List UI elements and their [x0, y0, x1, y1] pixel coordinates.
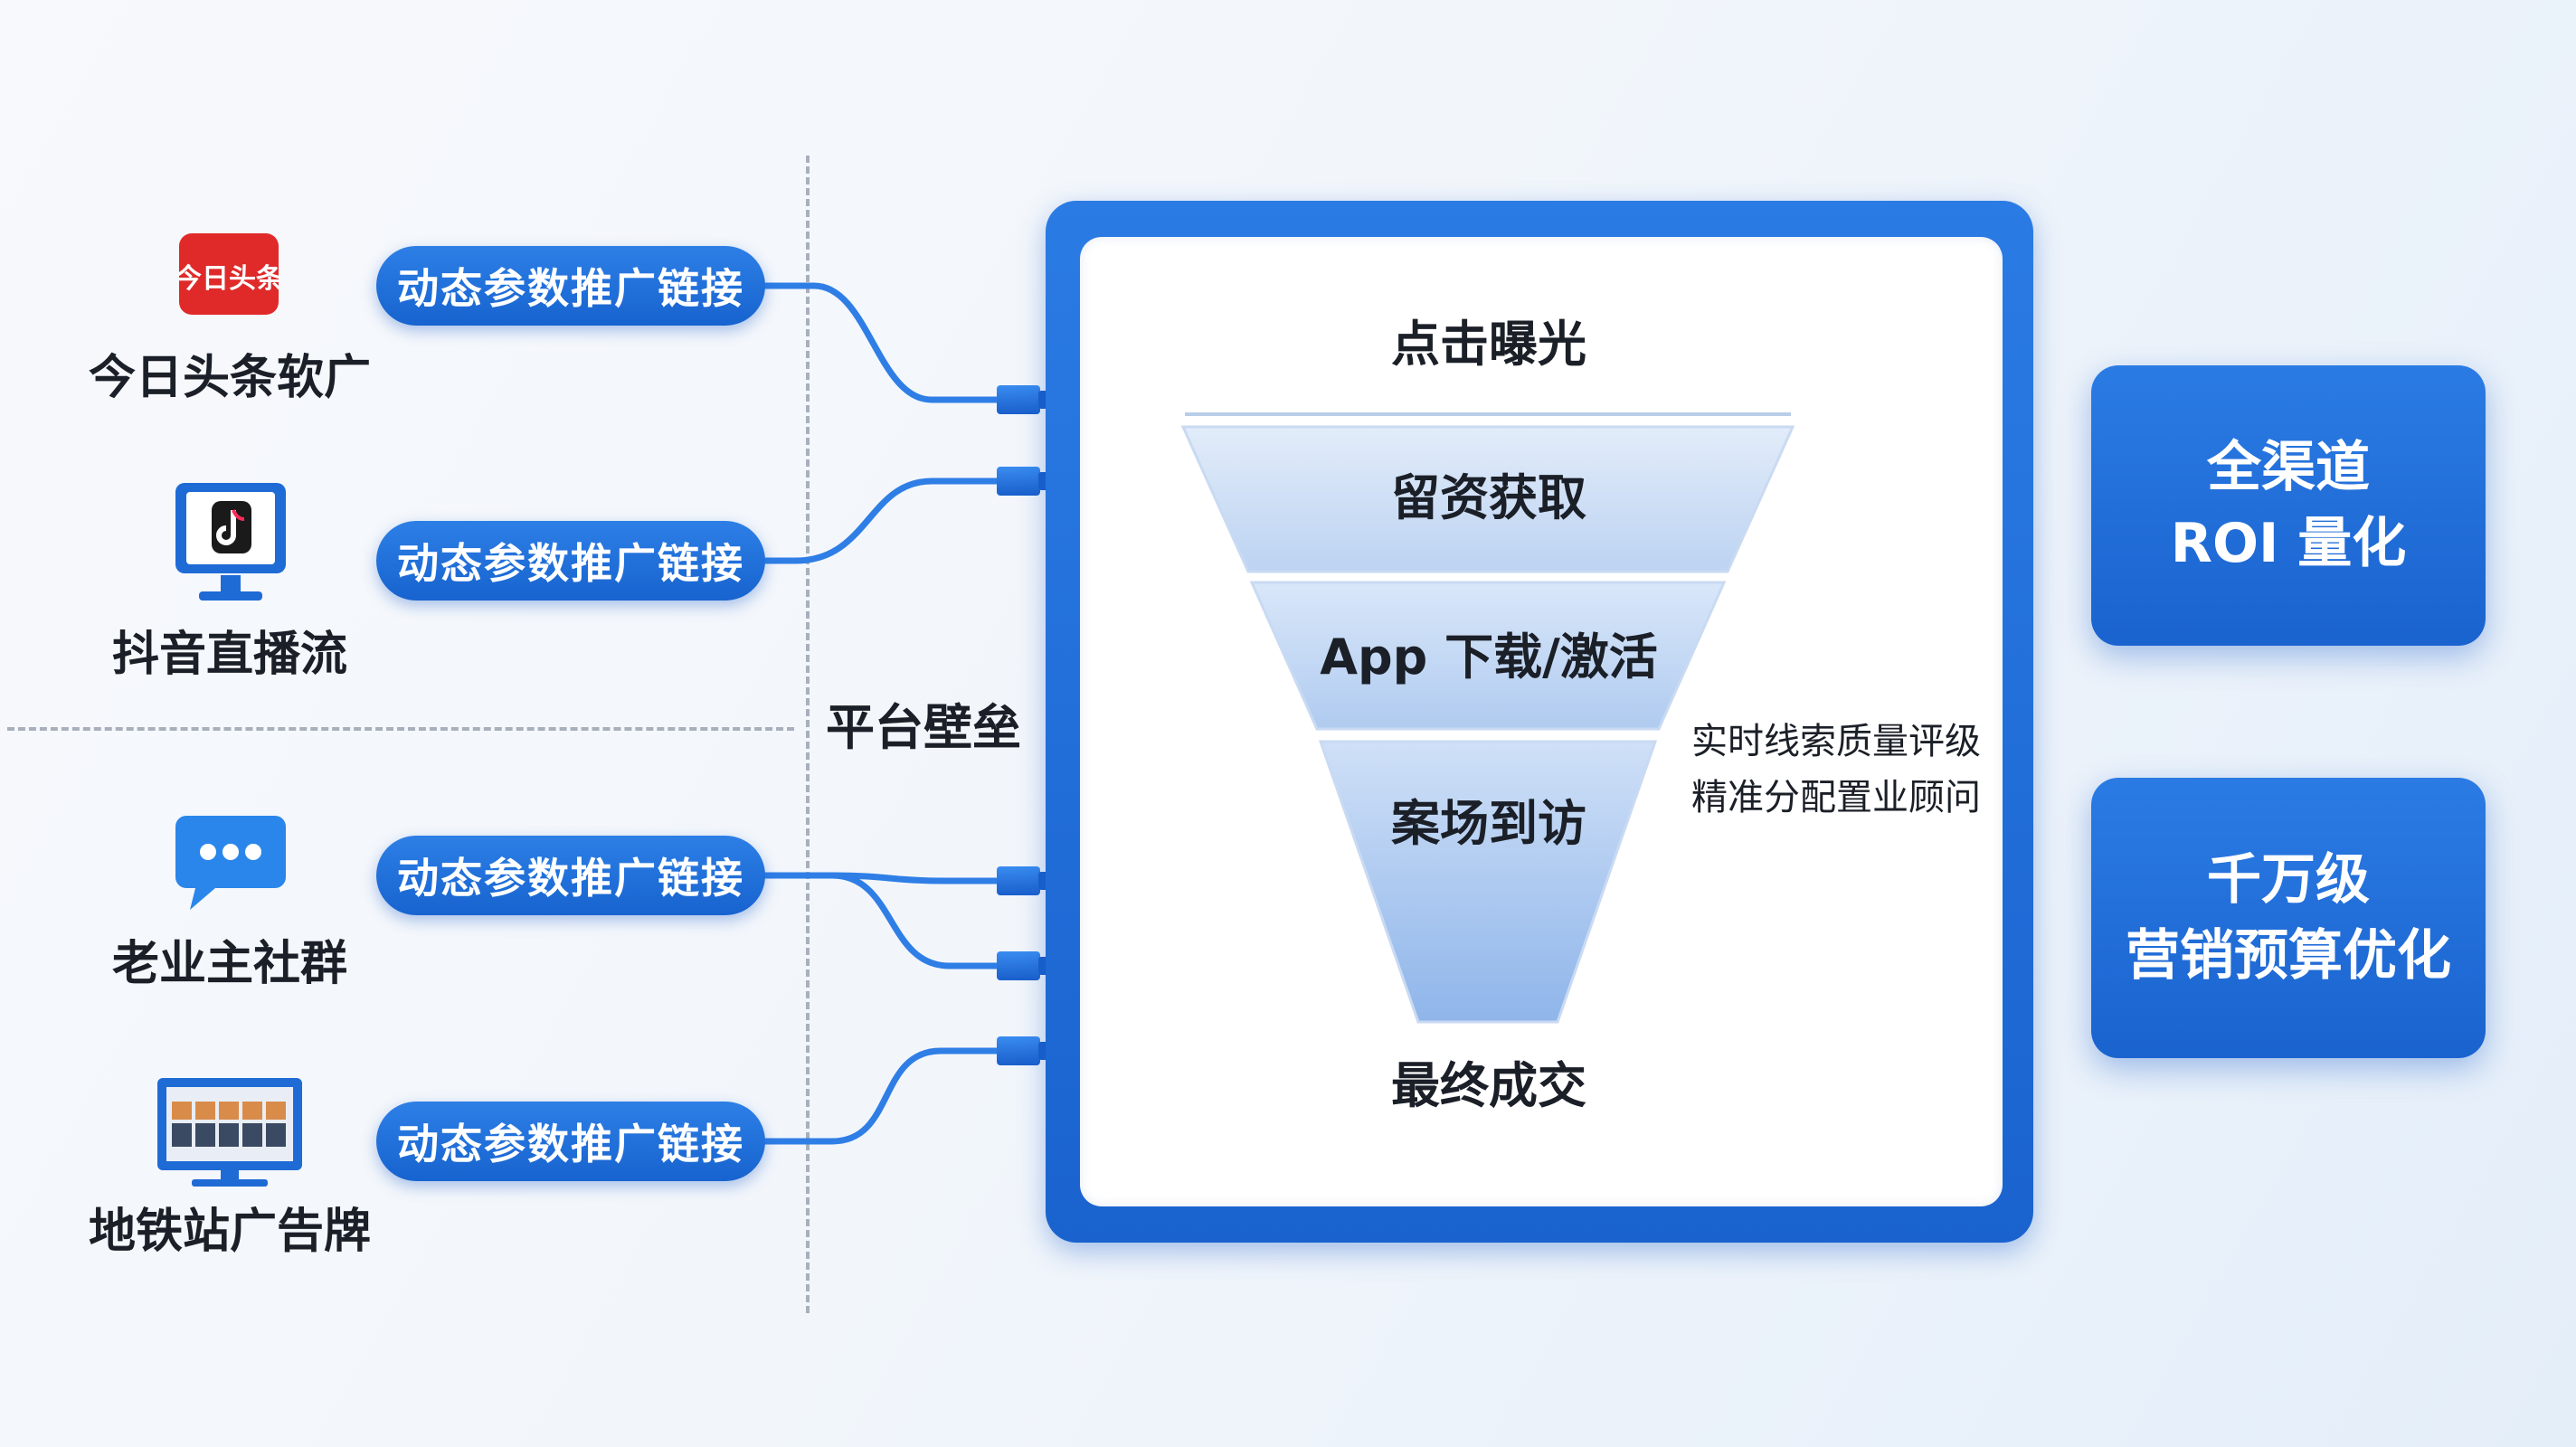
- channel-label-toutiao: 今日头条软广: [88, 351, 371, 405]
- link-pill-2[interactable]: 动态参数推广链接: [376, 521, 765, 601]
- channel-label-subway: 地铁站广告牌: [88, 1205, 371, 1259]
- cable-2: [762, 478, 1008, 564]
- connector-plug: [997, 385, 1040, 414]
- douyin-monitor-icon: [175, 483, 286, 601]
- connector-plug: [997, 866, 1040, 895]
- link-pill-1[interactable]: 动态参数推广链接: [376, 246, 765, 326]
- subway-billboard-icon: [157, 1078, 302, 1187]
- connector-plug: [997, 467, 1040, 496]
- funnel-stage-3: [1318, 740, 1658, 1024]
- result-budget-line1: 千万级: [2207, 848, 2370, 912]
- link-pill-label: 动态参数推广链接: [397, 854, 744, 903]
- link-pill-3[interactable]: 动态参数推广链接: [376, 836, 765, 915]
- result-box-roi: 全渠道 ROI 量化: [2091, 365, 2486, 646]
- result-roi-line1: 全渠道: [2207, 436, 2370, 499]
- link-pill-label: 动态参数推广链接: [397, 264, 744, 313]
- horizontal-dashed-divider: [7, 727, 794, 731]
- link-pill-label: 动态参数推广链接: [397, 1120, 744, 1168]
- funnel-bottom-label: 最终成交: [1391, 1057, 1586, 1114]
- funnel-stage-1-label: 留资获取: [1391, 469, 1586, 526]
- result-box-budget: 千万级 营销预算优化: [2091, 778, 2486, 1058]
- funnel-stage-2-label: App 下载/激活: [1320, 629, 1658, 686]
- platform-wall-label: 平台壁垒: [826, 699, 1021, 756]
- vertical-dashed-divider: [806, 156, 810, 1313]
- chat-bubble-icon: [175, 816, 286, 910]
- channel-label-community: 老业主社群: [111, 937, 347, 991]
- funnel-stage-3-label: 案场到访: [1391, 795, 1586, 852]
- cable-4: [762, 1047, 1008, 1145]
- cable-1: [762, 282, 1008, 403]
- toutiao-logo-text: 今日头条: [179, 263, 279, 295]
- result-budget-line2: 营销预算优化: [2126, 924, 2451, 988]
- link-pill-label: 动态参数推广链接: [397, 539, 744, 588]
- link-pill-4[interactable]: 动态参数推广链接: [376, 1102, 765, 1181]
- toutiao-logo-icon: 今日头条: [179, 233, 279, 315]
- funnel-stage-1: [1180, 425, 1795, 573]
- funnel-stage-2: [1249, 581, 1727, 731]
- channel-label-douyin: 抖音直播流: [111, 628, 347, 682]
- cable-3b: [762, 872, 1008, 969]
- connector-plug: [997, 1036, 1040, 1065]
- funnel-top-label: 点击曝光: [1391, 316, 1586, 373]
- result-roi-line2: ROI 量化: [2170, 512, 2407, 575]
- connector-plug: [997, 951, 1040, 980]
- side-note-line-2: 精准分配置业顾问: [1691, 777, 1981, 818]
- side-note-line-1: 实时线索质量评级: [1691, 721, 1981, 762]
